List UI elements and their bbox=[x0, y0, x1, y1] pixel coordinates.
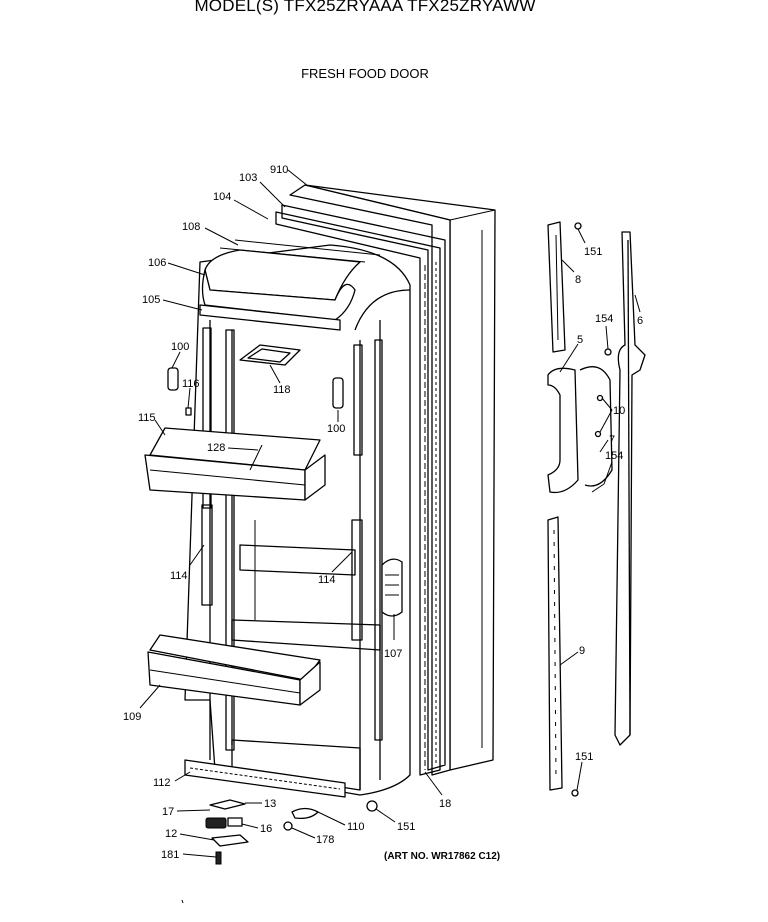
callout-label-105: 105 bbox=[142, 294, 160, 306]
callout-label-16: 16 bbox=[260, 823, 272, 835]
callout-16: 16 bbox=[241, 823, 272, 835]
callout-100-left: 100 bbox=[171, 341, 189, 369]
callout-label-103: 103 bbox=[239, 172, 257, 184]
callout-10: 10 bbox=[599, 397, 625, 433]
callout-label-115: 115 bbox=[138, 412, 156, 424]
callout-104: 104 bbox=[213, 191, 269, 220]
callout-100-right: 100 bbox=[327, 410, 345, 435]
callout-label-10: 10 bbox=[613, 405, 625, 417]
callout-label-5: 5 bbox=[577, 334, 583, 346]
callout-label-114-left: 114 bbox=[170, 570, 188, 582]
callout-8: 8 bbox=[561, 259, 581, 286]
left-shelf-rail bbox=[201, 327, 235, 751]
door-inner-liner bbox=[184, 244, 411, 796]
callout-label-114-right: 114 bbox=[318, 574, 336, 586]
callout-151-top: 151 bbox=[577, 228, 602, 258]
callout-12: 12 bbox=[165, 828, 215, 841]
callout-115: 115 bbox=[138, 412, 166, 436]
callout-label-178: 178 bbox=[316, 834, 334, 846]
callout-108: 108 bbox=[182, 221, 239, 246]
callout-128: 128 bbox=[207, 442, 259, 454]
callout-label-12: 12 bbox=[165, 828, 177, 840]
callout-105: 105 bbox=[142, 294, 203, 311]
callout-label-9: 9 bbox=[579, 645, 585, 657]
callout-910: 910 bbox=[270, 164, 309, 187]
callout-13: 13 bbox=[245, 798, 276, 810]
shelf-clips bbox=[167, 344, 344, 416]
door-gasket bbox=[275, 204, 446, 776]
callout-107: 107 bbox=[384, 614, 402, 660]
callout-154-bottom: 154 bbox=[603, 450, 623, 485]
callout-label-118: 118 bbox=[273, 384, 291, 396]
callout-label-112: 112 bbox=[153, 777, 171, 789]
callout-label-100-right: 100 bbox=[327, 423, 345, 435]
callout-label-154-bottom: 154 bbox=[605, 450, 623, 462]
callout-118: 118 bbox=[269, 364, 291, 396]
callout-181: 181 bbox=[161, 849, 217, 861]
hinge-hardware bbox=[205, 799, 378, 865]
callout-label-116: 116 bbox=[182, 378, 200, 390]
diagram-subtitle: FRESH FOOD DOOR bbox=[301, 66, 429, 81]
callout-label-8: 8 bbox=[575, 274, 581, 286]
callout-17: 17 bbox=[162, 806, 211, 818]
callout-110: 110 bbox=[317, 811, 365, 833]
callout-114-left: 114 bbox=[170, 544, 205, 582]
callout-109: 109 bbox=[123, 684, 161, 723]
dairy-compartment-cover bbox=[199, 239, 381, 331]
callout-label-110: 110 bbox=[347, 821, 365, 833]
door-bin-lower bbox=[147, 634, 321, 706]
callout-label-104: 104 bbox=[213, 191, 231, 203]
callout-label-910: 910 bbox=[270, 164, 288, 176]
door-outer-panel bbox=[289, 184, 496, 776]
callout-103: 103 bbox=[239, 172, 286, 208]
callout-label-18: 18 bbox=[439, 798, 451, 810]
callout-label-151-top: 151 bbox=[584, 246, 602, 258]
callout-114-right: 114 bbox=[318, 551, 353, 586]
callout-label-109: 109 bbox=[123, 711, 141, 723]
callout-9: 9 bbox=[559, 645, 585, 666]
door-light-part bbox=[381, 558, 403, 617]
callout-154-top: 154 bbox=[595, 313, 613, 350]
callout-label-7: 7 bbox=[609, 434, 615, 446]
callout-106: 106 bbox=[148, 257, 206, 276]
handle-assembly bbox=[547, 221, 646, 797]
right-shelf-rail bbox=[351, 339, 383, 741]
callout-18: 18 bbox=[424, 771, 451, 810]
stray-mark bbox=[181, 899, 184, 904]
callout-116: 116 bbox=[182, 378, 200, 409]
callout-label-128: 128 bbox=[207, 442, 225, 454]
callout-label-151-bottom: 151 bbox=[397, 821, 415, 833]
callout-label-108: 108 bbox=[182, 221, 200, 233]
callout-5: 5 bbox=[559, 334, 583, 373]
callout-178: 178 bbox=[291, 827, 334, 846]
callout-151-bottom: 151 bbox=[375, 808, 415, 833]
callout-label-106: 106 bbox=[148, 257, 166, 269]
door-bin-upper bbox=[144, 427, 326, 501]
model-numbers-heading: MODEL(S) TFX25ZRYAAA TFX25ZRYAWW bbox=[194, 0, 536, 15]
callout-112: 112 bbox=[153, 771, 191, 789]
callout-label-6: 6 bbox=[637, 315, 643, 327]
bottom-trim bbox=[184, 759, 346, 798]
callout-151-right: 151 bbox=[575, 751, 593, 791]
callout-7: 7 bbox=[599, 434, 615, 453]
callout-label-151-right: 151 bbox=[575, 751, 593, 763]
callout-label-13: 13 bbox=[264, 798, 276, 810]
callout-label-181: 181 bbox=[161, 849, 179, 861]
callout-label-17: 17 bbox=[162, 806, 174, 818]
callout-6: 6 bbox=[634, 294, 643, 327]
art-number: (ART NO. WR17862 C12) bbox=[384, 851, 501, 862]
callout-label-100-left: 100 bbox=[171, 341, 189, 353]
callout-label-154-top: 154 bbox=[595, 313, 613, 325]
callout-label-107: 107 bbox=[384, 648, 402, 660]
